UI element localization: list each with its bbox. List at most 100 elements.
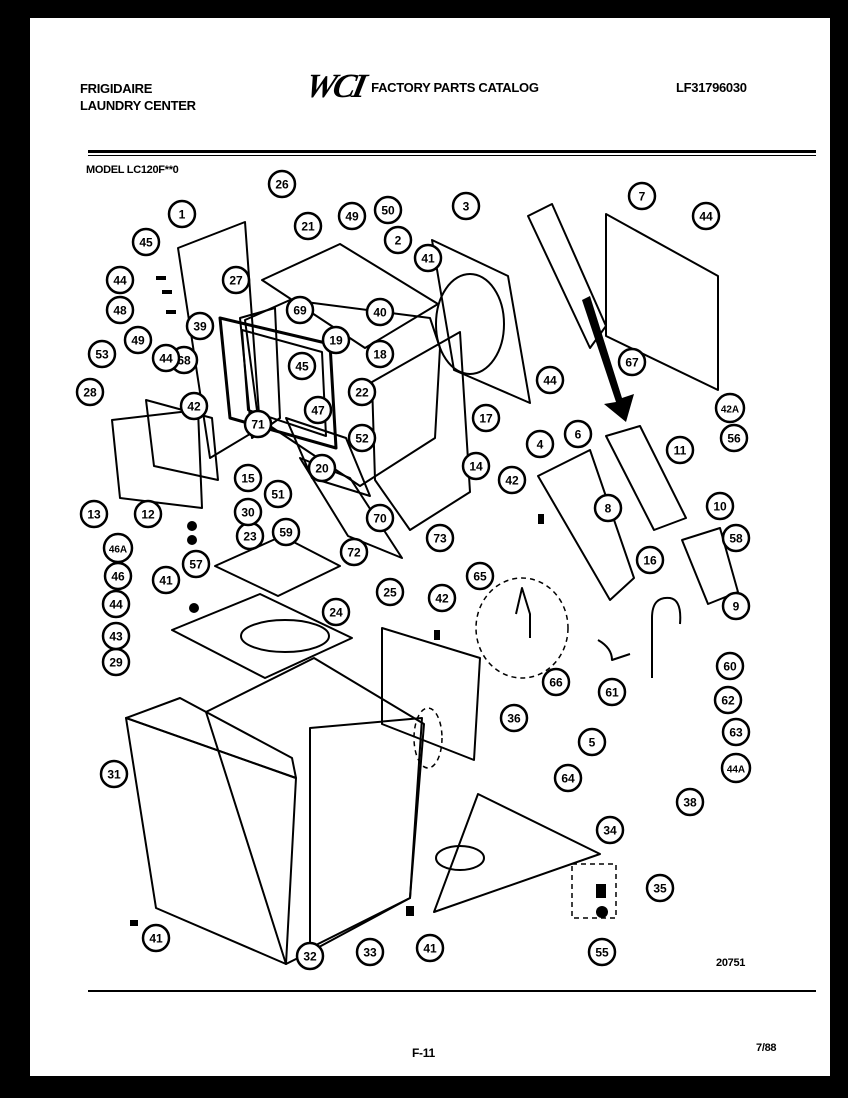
callout-56: 56	[719, 423, 749, 453]
callout-47: 47	[303, 395, 333, 425]
callout-number: 44A	[727, 765, 745, 776]
callout-circle	[185, 311, 215, 341]
top-rule-thin	[88, 155, 816, 156]
callout-circle	[375, 577, 405, 607]
callout-circle	[123, 325, 153, 355]
callout-number: 45	[139, 236, 153, 250]
callout-circle	[151, 565, 181, 595]
callout-number: 3	[463, 200, 470, 214]
top-rule-thick	[88, 150, 816, 153]
callout-number: 35	[653, 882, 667, 896]
detail-ring-lower	[413, 707, 443, 769]
callout-circle	[461, 451, 491, 481]
callout-53: 53	[87, 339, 117, 369]
callout-number: 30	[241, 506, 255, 520]
callout-44: 44	[101, 589, 131, 619]
callout-61: 61	[597, 677, 627, 707]
callout-circle	[721, 591, 751, 621]
callout-number: 36	[507, 712, 521, 726]
callout-circle	[427, 583, 457, 613]
callout-number: 59	[279, 526, 293, 540]
catalog-sheet: FRIGIDAIRE LAUNDRY CENTER WCI FACTORY PA…	[30, 18, 830, 1076]
callout-circle	[535, 365, 565, 395]
callout-circle	[563, 419, 593, 449]
callout-number: 64	[561, 772, 575, 786]
callout-circle	[101, 621, 131, 651]
callout-number: 66	[549, 676, 563, 690]
callout-number: 44	[543, 374, 557, 388]
callout-43: 43	[101, 621, 131, 651]
callout-circle	[365, 297, 395, 327]
part-screw	[406, 906, 414, 916]
callout-number: 17	[479, 412, 493, 426]
callout-46: 46	[103, 561, 133, 591]
callout-46a: 46A	[102, 532, 134, 564]
callout-24: 24	[321, 597, 351, 627]
callout-65: 65	[465, 561, 495, 591]
callout-44a: 44A	[720, 752, 752, 784]
callout-circle	[525, 429, 555, 459]
callout-44: 44	[691, 201, 721, 231]
callout-number: 20	[315, 462, 329, 476]
callout-number: 70	[373, 512, 387, 526]
callout-number: 58	[729, 532, 743, 546]
callout-number: 9	[733, 600, 740, 614]
callout-number: 23	[243, 530, 257, 544]
callout-39: 39	[185, 311, 215, 341]
callout-number: 39	[193, 320, 207, 334]
part-washer	[189, 603, 199, 613]
callout-circle	[465, 561, 495, 591]
callout-circle	[595, 815, 625, 845]
page-number: F-11	[412, 1046, 435, 1060]
callout-circle	[665, 435, 695, 465]
callout-42: 42	[497, 465, 527, 495]
callout-circle	[131, 227, 161, 257]
callout-circle	[720, 752, 752, 784]
callout-number: 15	[241, 472, 255, 486]
part-door-gasket	[218, 316, 338, 450]
callout-circle	[233, 497, 263, 527]
callout-number: 44	[113, 274, 127, 288]
callout-number: 61	[605, 686, 619, 700]
callout-12: 12	[133, 499, 163, 529]
callout-number: 22	[355, 386, 369, 400]
callout-3: 3	[451, 191, 481, 221]
callout-70: 70	[365, 503, 395, 533]
callout-circle	[347, 423, 377, 453]
callout-number: 68	[177, 354, 191, 368]
callout-35: 35	[645, 873, 675, 903]
callout-circle	[221, 265, 251, 295]
callout-16: 16	[635, 545, 665, 575]
wci-logo: WCI FACTORY PARTS CATALOG	[302, 68, 539, 105]
callout-22: 22	[347, 377, 377, 407]
callout-circle	[321, 325, 351, 355]
callout-circle	[691, 201, 721, 231]
callout-19: 19	[321, 325, 351, 355]
callout-59: 59	[271, 517, 301, 547]
callout-number: 42	[435, 592, 449, 606]
callout-circle	[339, 537, 369, 567]
callout-circle	[415, 933, 445, 963]
callout-number: 4	[537, 438, 544, 452]
callout-circle	[541, 667, 571, 697]
callout-number: 67	[625, 356, 639, 370]
callout-62: 62	[713, 685, 743, 715]
callout-circle	[243, 409, 273, 439]
catalog-part-number: LF31796030	[676, 80, 747, 95]
callout-circle	[355, 937, 385, 967]
part-blower-housing	[537, 449, 635, 601]
callout-number: 46A	[109, 545, 127, 556]
callout-17: 17	[471, 403, 501, 433]
callout-number: 43	[109, 630, 123, 644]
callout-circle	[179, 391, 209, 421]
callout-circle	[75, 377, 105, 407]
callout-number: 44	[699, 210, 713, 224]
exploded-parts-diagram: 1234567891011121314151617181920212223242…	[75, 169, 752, 971]
callout-number: 2	[395, 234, 402, 248]
part-shelf	[214, 535, 341, 597]
callout-number: 19	[329, 334, 343, 348]
callout-number: 29	[109, 656, 123, 670]
callout-number: 49	[345, 210, 359, 224]
detail-box-leveler	[571, 863, 617, 919]
callout-25: 25	[375, 577, 405, 607]
